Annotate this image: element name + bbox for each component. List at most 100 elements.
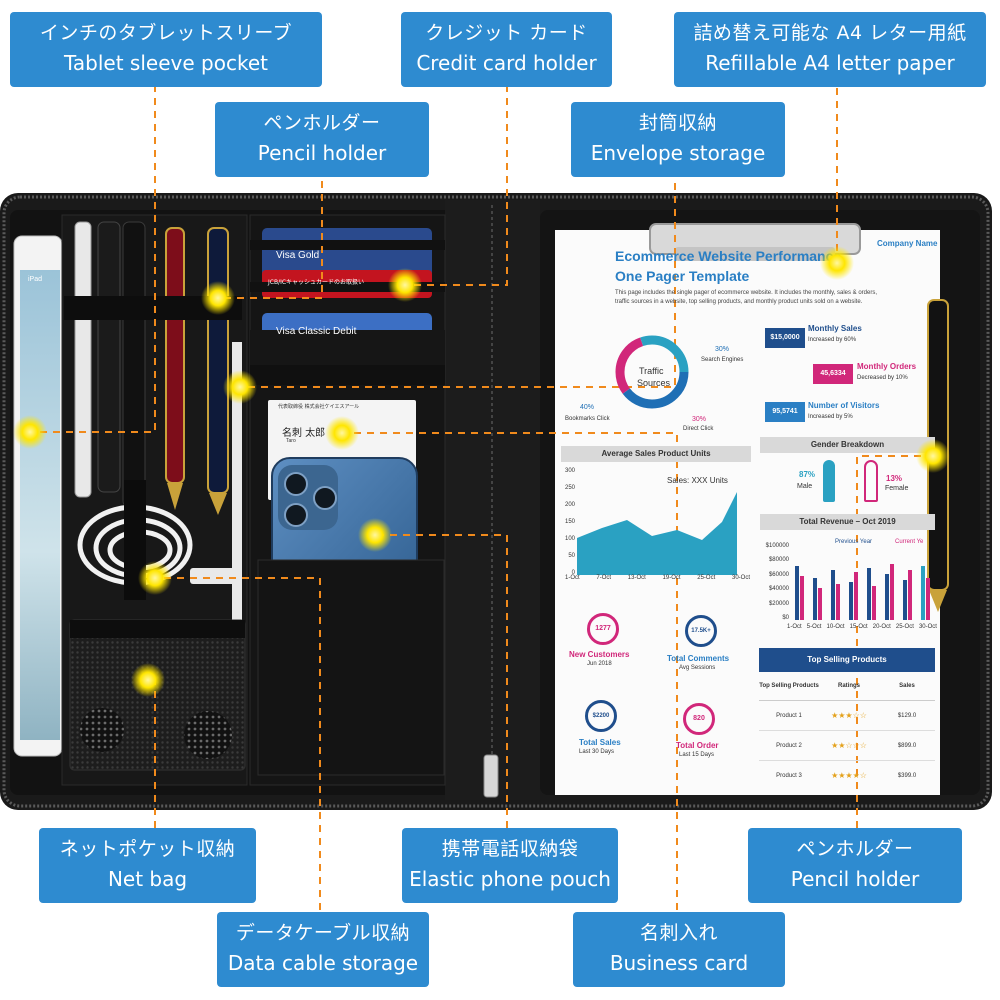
table-row: Product 2 ★★☆☆☆ $899.0 [759, 731, 935, 761]
callout-refillable-paper: 詰め替え可能な A4 レター用紙 Refillable A4 letter pa… [674, 12, 986, 87]
stat-3-note: Last 30 Days [579, 749, 615, 755]
callout-en: Refillable A4 letter paper [705, 51, 955, 75]
avg-xtick: 1-Oct [565, 575, 580, 581]
col-header-ratings: Ratings [837, 683, 860, 689]
callout-jp: クレジット カード [425, 22, 588, 44]
table-row: Product 1 ★★★☆☆ $129.0 [759, 701, 935, 731]
rev-xticks: 1-Oct 5-Oct 10-Oct 15-Oct 20-Oct 25-Oct … [787, 624, 937, 630]
avg-ytick: 200 [564, 502, 575, 508]
stat-4-note: Last 15 Days [679, 752, 715, 758]
row-product: Product 3 [776, 772, 802, 779]
avg-series-label: Sales: XXX Units [667, 476, 728, 485]
glow-marker [820, 246, 854, 280]
stat-4-title: Total Order [676, 741, 719, 750]
female-figure-icon [864, 460, 878, 502]
traffic-label-2: Sources [637, 378, 671, 388]
male-pct: 87% [799, 470, 816, 479]
callout-en: Credit card holder [416, 51, 597, 75]
kpi-1-value: $15,0000 [765, 328, 805, 348]
stat-2-note: Avg Sessions [679, 665, 716, 671]
male-figure-icon [823, 460, 835, 502]
callout-jp: 名刺入れ [639, 922, 718, 944]
col-header-sales: Sales [899, 683, 915, 689]
avg-ytick: 0 [571, 570, 575, 576]
label-bookmarks: Bookmarks Click [565, 416, 610, 422]
row-sales: $899.0 [897, 742, 917, 749]
col-header-products: Top Selling Products [759, 683, 819, 689]
paper-desc-1: This page includes the single pager of e… [615, 290, 878, 296]
top-selling-title: Top Selling Products [759, 648, 935, 672]
pct-bookmarks: 40% [580, 404, 595, 411]
paper-title-1: Ecommerce Website Performance [615, 248, 842, 264]
rev-bar-chart [795, 564, 930, 620]
rev-xtick: 15-Oct [849, 624, 868, 630]
rev-xtick: 10-Oct [826, 624, 845, 630]
stat-1-title: New Customers [569, 650, 630, 659]
kpi-1-title: Monthly Sales [808, 324, 862, 333]
rev-ytick: $60000 [768, 571, 789, 578]
kpi-3-title: Number of Visitors [808, 401, 880, 410]
callout-phone-pouch: 携帯電話収納袋 Elastic phone pouch [402, 828, 618, 903]
callout-jp: インチのタブレットスリーブ [39, 22, 293, 44]
glow-marker [138, 561, 172, 595]
pct-search: 30% [715, 346, 730, 353]
row-sales: $399.0 [897, 772, 917, 779]
callout-jp: 詰め替え可能な A4 レター用紙 [693, 22, 967, 44]
stat-circle-3: $2200 [585, 700, 617, 732]
row-stars: ★★☆☆☆ [831, 741, 867, 750]
callout-business-card: 名刺入れ Business card [573, 912, 785, 987]
label-direct: Direct Click [683, 426, 714, 432]
rev-ytick: $80000 [768, 557, 789, 564]
stat-3-title: Total Sales [579, 738, 621, 747]
row-product: Product 2 [776, 742, 802, 749]
tablet-status: iPad [28, 276, 43, 283]
pct-direct: 30% [692, 416, 707, 423]
kpi-3-value: 95,5741 [765, 402, 805, 422]
paper-desc-2: traffic sources in a website, top sellin… [615, 299, 863, 305]
pen-1 [74, 221, 92, 498]
rev-legend-1: Previous Year [835, 539, 873, 545]
callout-en: Elastic phone pouch [409, 867, 611, 891]
avg-ytick: 150 [564, 519, 575, 525]
traffic-label-1: Traffic [639, 366, 664, 376]
callout-jp: ペンホルダー [796, 838, 914, 860]
avg-yticks: 300 250 200 150 100 50 0 [559, 468, 575, 576]
row-sales: $129.0 [897, 712, 917, 719]
callout-en: Tablet sleeve pocket [64, 51, 268, 75]
speaker-right [184, 711, 232, 759]
rev-ytick: $0 [782, 614, 789, 621]
label-search: Search Engines [701, 357, 744, 363]
stat-circle-1: 1277 [587, 613, 619, 645]
glow-marker [325, 416, 359, 450]
business-name: 名刺 太郎 [282, 428, 326, 439]
kpi-2-title: Monthly Orders [857, 362, 917, 371]
paper-title-2: One Pager Template [615, 268, 750, 284]
rev-ytick: $20000 [768, 600, 789, 607]
card-red-label: JCB/ICキャッシュカードのお取扱い [268, 279, 365, 286]
female-label: Female [885, 485, 909, 492]
callout-en: Data cable storage [227, 951, 419, 975]
avg-xtick: 13-Oct [627, 575, 646, 581]
row-stars: ★★★★☆ [831, 771, 867, 780]
rev-ytick: $40000 [768, 586, 789, 593]
gender-title: Gender Breakdown [760, 437, 935, 453]
stat-2-title: Total Comments [667, 654, 730, 663]
avg-ytick: 50 [568, 553, 575, 559]
row-stars: ★★★☆☆ [831, 711, 867, 720]
glow-marker [388, 268, 422, 302]
callout-data-cable: データケーブル収納 Data cable storage [217, 912, 429, 987]
glow-marker [131, 663, 165, 697]
kpi-2-value: 45,6334 [813, 364, 853, 384]
avg-xtick: 25-Oct [697, 575, 716, 581]
business-company: 代表取締役 株式会社ケイエスアール [278, 404, 360, 410]
kpi-2-note: Decreased by 10% [857, 375, 908, 381]
glow-marker [916, 439, 950, 473]
callout-en: Pencil holder [790, 867, 920, 891]
company-name: Company Name [877, 239, 938, 248]
stat-1-note: Jun 2018 [587, 661, 612, 667]
rev-ytick: $100000 [765, 543, 789, 549]
callout-pencil-holder-right: ペンホルダー Pencil holder [748, 828, 962, 903]
speaker-left [80, 708, 124, 752]
avg-ytick: 250 [564, 485, 575, 491]
